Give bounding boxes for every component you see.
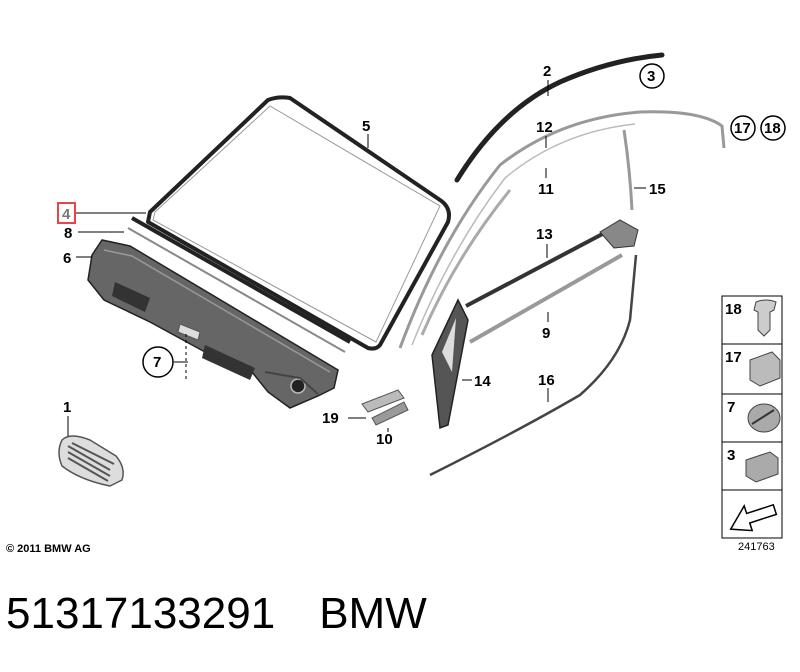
callout-16: 16 bbox=[538, 372, 555, 389]
copyright-text: © 2011 BMW AG bbox=[6, 543, 91, 555]
part-number: 51317133291 bbox=[6, 589, 276, 638]
seal-strips bbox=[127, 216, 351, 353]
cowl-panel bbox=[87, 239, 339, 409]
callout-9: 9 bbox=[542, 325, 550, 342]
cap-7-icon bbox=[747, 403, 781, 433]
arrow-icon bbox=[729, 503, 778, 532]
callout-1: 1 bbox=[63, 399, 71, 416]
callout-12: 12 bbox=[536, 119, 553, 136]
callout-4-highlight bbox=[57, 202, 76, 224]
legend-panel: 18 17 7 3 bbox=[721, 295, 783, 539]
callout-19: 19 bbox=[322, 410, 339, 427]
b-pillar-strip bbox=[622, 129, 634, 211]
push-clip-icon bbox=[753, 299, 777, 337]
callout-8: 8 bbox=[64, 225, 72, 242]
mirror-triangle-trim bbox=[431, 298, 469, 430]
callout-13: 13 bbox=[536, 226, 553, 243]
footer-caption: 51317133291 BMW bbox=[6, 588, 427, 640]
legend-label-17: 17 bbox=[725, 349, 742, 366]
diagram-number: 241763 bbox=[738, 541, 775, 553]
kidney-grille bbox=[58, 435, 124, 487]
clip-3-icon bbox=[745, 451, 779, 483]
callout-17-circle bbox=[730, 115, 756, 141]
windshield-seal bbox=[146, 95, 451, 351]
a-pillar-trims bbox=[398, 110, 726, 349]
brand-name: BMW bbox=[319, 589, 427, 638]
clip-parts bbox=[361, 389, 409, 426]
callout-2: 2 bbox=[543, 63, 551, 80]
callout-4: 4 bbox=[62, 206, 71, 223]
callouts: 2 3 5 12 17 18 11 15 4 8 13 6 9 7 16 14 … bbox=[57, 63, 786, 448]
callout-10: 10 bbox=[376, 431, 393, 448]
callout-17: 17 bbox=[734, 120, 751, 137]
callout-7-circle bbox=[142, 346, 174, 378]
clip-17-icon bbox=[749, 351, 781, 387]
callout-11: 11 bbox=[538, 181, 554, 198]
legend-label-18: 18 bbox=[725, 301, 742, 318]
callout-15: 15 bbox=[649, 181, 666, 198]
legend-label-7: 7 bbox=[727, 399, 735, 416]
callout-18: 18 bbox=[764, 120, 781, 137]
door-window-strips bbox=[465, 219, 639, 344]
callout-7: 7 bbox=[153, 354, 161, 371]
callout-6: 6 bbox=[63, 250, 71, 267]
callout-14: 14 bbox=[474, 373, 491, 390]
callout-18-circle bbox=[760, 115, 786, 141]
legend-label-3: 3 bbox=[727, 447, 735, 464]
callout-3-circle bbox=[639, 63, 665, 89]
roof-moulding bbox=[454, 52, 665, 183]
leader-lines bbox=[67, 80, 646, 436]
door-seal bbox=[429, 254, 638, 477]
callout-3: 3 bbox=[647, 68, 655, 85]
callout-5: 5 bbox=[362, 118, 370, 135]
